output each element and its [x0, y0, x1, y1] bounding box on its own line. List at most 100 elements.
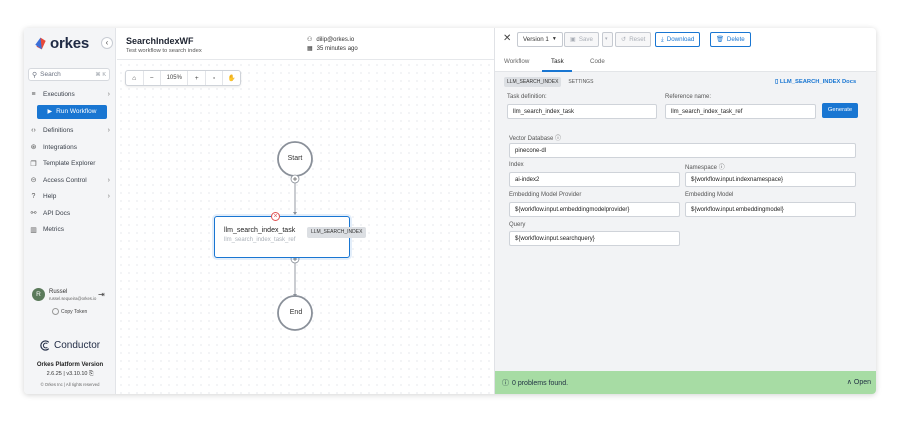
- sidebar-item-label: Definitions: [43, 127, 74, 135]
- info-icon[interactable]: ⓘ: [718, 165, 725, 171]
- copy-token-label: Copy Token: [61, 308, 88, 315]
- sidebar-item-api-docs[interactable]: ⚯ API Docs: [28, 205, 112, 222]
- reset-button[interactable]: ↺ Reset: [615, 32, 652, 47]
- workflow-description: Test workflow to search index: [126, 48, 202, 54]
- sidebar-item-integrations[interactable]: ⊛ Integrations: [28, 139, 112, 156]
- logout-icon[interactable]: ⇥: [98, 290, 105, 299]
- calendar-icon: ▦: [307, 46, 313, 52]
- copy-icon[interactable]: ⎘: [89, 371, 94, 377]
- sidebar-item-metrics[interactable]: ▥ Metrics: [28, 222, 112, 239]
- sidebar-item-definitions[interactable]: ‹› Definitions ›: [28, 123, 112, 140]
- home-button[interactable]: ⌂: [126, 71, 144, 85]
- version-select[interactable]: Version 1 ▼: [517, 32, 563, 47]
- tab-workflow[interactable]: Workflow: [504, 58, 530, 65]
- chevron-right-icon: ›: [107, 193, 110, 201]
- problems-status-bar[interactable]: ⓘ 0 problems found. ∧ Open: [495, 371, 876, 394]
- query-label: Query: [509, 222, 526, 228]
- caret-down-icon: ▼: [551, 36, 557, 42]
- workflow-header: SearchIndexWF Test workflow to search in…: [117, 28, 494, 60]
- embedding-model-field[interactable]: ${workflow.input.embeddingmodel}: [685, 202, 856, 217]
- sidebar-item-template-explorer[interactable]: ❐ Template Explorer: [28, 156, 112, 173]
- vector-db-label: Vector Database ⓘ: [509, 133, 561, 142]
- logo-text: orkes: [50, 35, 90, 52]
- sidebar-item-executions[interactable]: ≡ Executions ›: [28, 86, 112, 103]
- save-label: Save: [578, 36, 593, 43]
- avatar: R: [32, 288, 45, 301]
- run-workflow-button[interactable]: ▶ Run Workflow: [37, 104, 107, 119]
- user-profile[interactable]: R Russel russel.sequeira@orkes.io: [32, 288, 96, 301]
- tab-task[interactable]: Task: [551, 58, 564, 65]
- updated-meta: ▦ 35 minutes ago: [307, 45, 358, 53]
- user-icon: ⚇: [307, 37, 313, 43]
- vector-db-label-text: Vector Database: [509, 136, 554, 142]
- panel-toolbar: ✕ Version 1 ▼ ▣ Save ▾ ↺ Reset ⤓ Downloa…: [495, 28, 876, 52]
- collapse-sidebar-button[interactable]: ‹: [101, 37, 113, 49]
- tab-code[interactable]: Code: [590, 58, 605, 65]
- namespace-field[interactable]: ${workflow.input.indexnamespace}: [685, 172, 856, 187]
- open-label: Open: [853, 379, 871, 386]
- generate-button[interactable]: Generate: [822, 103, 858, 118]
- save-options-button[interactable]: ▾: [602, 32, 613, 47]
- pan-hand-icon[interactable]: ✋: [227, 75, 236, 82]
- reference-name-field[interactable]: llm_search_index_task_ref: [665, 104, 816, 119]
- zoom-out-button[interactable]: −: [144, 71, 162, 85]
- task-definition-field[interactable]: llm_search_index_task: [507, 104, 657, 119]
- run-workflow-label: Run Workflow: [56, 108, 97, 115]
- sidebar-search[interactable]: ⚲ Search ⌘ K: [28, 68, 110, 81]
- open-problems-button[interactable]: ∧ Open: [847, 378, 871, 386]
- close-icon[interactable]: ✕: [503, 33, 512, 44]
- platform-label: Orkes Platform Version: [36, 362, 104, 368]
- delete-task-icon[interactable]: ×: [271, 212, 280, 221]
- sidebar: orkes ‹ ⚲ Search ⌘ K ≡ Executions › ▶ Ru…: [24, 28, 116, 394]
- embedding-provider-field[interactable]: ${workflow.input.embeddingmodelprovider}: [509, 202, 680, 217]
- search-shortcut: ⌘ K: [95, 71, 106, 78]
- copy-token-button[interactable]: Copy Token: [52, 308, 87, 315]
- docs-link-text: LLM_SEARCH_INDEX Docs: [779, 79, 857, 85]
- namespace-label-text: Namespace: [685, 165, 718, 171]
- download-button[interactable]: ⤓ Download: [655, 32, 701, 47]
- docs-link[interactable]: ▯ LLM_SEARCH_INDEX Docs: [775, 79, 856, 85]
- integrations-icon: ⊛: [30, 144, 37, 152]
- task-definition-label: Task definition:: [507, 94, 547, 100]
- end-label[interactable]: End: [289, 309, 303, 316]
- query-field[interactable]: ${workflow.input.searchquery}: [509, 231, 680, 246]
- sidebar-item-label: Template Explorer: [43, 160, 96, 168]
- task-node[interactable]: llm_search_index_task llm_search_index_t…: [214, 216, 367, 258]
- zoom-in-button[interactable]: +: [188, 71, 206, 85]
- fit-view-button[interactable]: ▫: [206, 71, 224, 85]
- status-message: 0 problems found.: [512, 379, 569, 387]
- task-type-badge: LLM_SEARCH_INDEX: [307, 227, 367, 238]
- version-text: 2.6.25 | v3.10.10: [46, 371, 88, 377]
- user-name: Russel: [49, 288, 68, 295]
- save-button[interactable]: ▣ Save: [564, 32, 599, 47]
- book-icon: ▯: [775, 79, 779, 85]
- reset-icon: ↺: [621, 36, 627, 43]
- info-icon[interactable]: ⓘ: [555, 136, 562, 142]
- help-icon: ?: [31, 193, 36, 201]
- orkes-logo[interactable]: orkes: [34, 35, 89, 52]
- sidebar-item-label: Integrations: [43, 143, 77, 151]
- owner-meta: ⚇ dilip@orkes.io: [307, 36, 354, 44]
- sidebar-item-help[interactable]: ? Help ›: [28, 189, 112, 206]
- subtab-llm-search-index[interactable]: LLM_SEARCH_INDEX: [504, 77, 562, 87]
- delete-label: Delete: [726, 36, 745, 43]
- download-label: Download: [666, 36, 695, 43]
- chevron-right-icon: ›: [107, 176, 110, 184]
- sidebar-item-access-control[interactable]: ⊝ Access Control ›: [28, 172, 112, 189]
- active-tab-indicator: [542, 70, 572, 72]
- sidebar-item-label: Metrics: [43, 226, 64, 234]
- reset-label: Reset: [629, 36, 646, 43]
- workflow-canvas[interactable]: ⌂ − 105% + ▫ ✋ Start End llm_search_inde…: [117, 61, 494, 394]
- subtab-settings[interactable]: SETTINGS: [568, 79, 594, 85]
- delete-button[interactable]: 🗑 Delete: [710, 32, 751, 47]
- vector-db-field[interactable]: pinecone-dl: [509, 143, 856, 158]
- conductor-logo-icon: [40, 340, 50, 351]
- chevron-up-icon: ∧: [846, 379, 852, 386]
- end-node: [277, 295, 313, 331]
- index-field[interactable]: ai-index2: [509, 172, 680, 187]
- template-icon: ❐: [30, 160, 37, 168]
- trash-icon: 🗑: [716, 36, 724, 43]
- sidebar-item-label: Help: [43, 193, 57, 201]
- start-label[interactable]: Start: [287, 155, 303, 162]
- search-placeholder: Search: [40, 71, 61, 78]
